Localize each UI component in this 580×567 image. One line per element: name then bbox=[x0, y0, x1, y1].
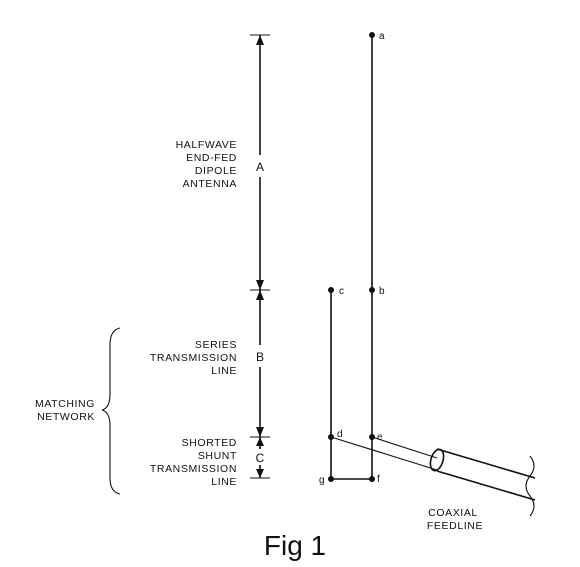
label-shunt-line-1: SHORTED bbox=[182, 437, 237, 449]
point-c-dot bbox=[328, 287, 334, 293]
arrow-b-top bbox=[256, 290, 264, 300]
label-shunt-line-3: TRANSMISSION bbox=[150, 463, 237, 475]
label-antenna-line-3: DIPOLE bbox=[195, 165, 237, 177]
point-f-dot bbox=[369, 476, 375, 482]
dim-key-a: A bbox=[256, 160, 264, 174]
label-shunt-line-2: SHUNT bbox=[198, 450, 237, 462]
point-g-dot bbox=[328, 476, 334, 482]
dim-key-b: B bbox=[256, 350, 264, 364]
point-a-label: a bbox=[379, 31, 385, 42]
point-a-dot bbox=[369, 32, 375, 38]
label-shunt-line: SHORTED SHUNT TRANSMISSION LINE bbox=[150, 437, 237, 488]
connection-points: a b c d e f g bbox=[319, 31, 385, 486]
arrow-c-top bbox=[256, 437, 264, 446]
label-series-line-1: SERIES bbox=[195, 339, 237, 351]
arrow-b-bottom bbox=[256, 427, 264, 437]
point-c-label: c bbox=[339, 286, 344, 297]
label-matching-line-1: MATCHING bbox=[35, 398, 95, 410]
label-matching-line-2: NETWORK bbox=[37, 411, 95, 423]
coax-end-face bbox=[429, 448, 445, 472]
label-antenna-line-2: END-FED bbox=[186, 152, 237, 164]
point-b-label: b bbox=[379, 286, 385, 297]
matching-network-brace bbox=[101, 327, 121, 495]
point-g-label: g bbox=[319, 475, 325, 486]
label-series-line-2: TRANSMISSION bbox=[150, 352, 237, 364]
arrow-a-bottom bbox=[256, 280, 264, 290]
point-f-label: f bbox=[377, 474, 380, 485]
arrow-a-top bbox=[256, 35, 264, 45]
figure-caption: Fig 1 bbox=[264, 530, 326, 561]
label-coax-line-2: FEEDLINE bbox=[427, 520, 483, 532]
arrow-c-bottom bbox=[256, 469, 264, 478]
dim-key-c: C bbox=[256, 451, 265, 465]
label-antenna-line-4: ANTENNA bbox=[183, 178, 237, 190]
label-series-line-3: LINE bbox=[211, 365, 237, 377]
label-antenna: HALFWAVE END-FED DIPOLE ANTENNA bbox=[176, 139, 237, 190]
coax-lead-e bbox=[371, 436, 438, 459]
dimension-line: A B C bbox=[250, 34, 270, 479]
coax-break-mark bbox=[525, 455, 535, 517]
conductors bbox=[330, 35, 373, 480]
point-e-dot bbox=[369, 434, 375, 440]
label-shunt-line-4: LINE bbox=[211, 476, 237, 488]
point-b-dot bbox=[369, 287, 375, 293]
coax-top-edge bbox=[436, 448, 536, 479]
label-coaxial-feedline: COAXIAL FEEDLINE bbox=[427, 507, 483, 532]
label-matching-network: MATCHING NETWORK bbox=[35, 398, 95, 423]
point-d-label: d bbox=[337, 429, 343, 440]
label-antenna-line-1: HALFWAVE bbox=[176, 139, 237, 151]
point-e-label: e bbox=[377, 432, 383, 443]
point-d-dot bbox=[328, 434, 334, 440]
coax-bottom-edge bbox=[436, 470, 536, 501]
coaxial-feedline bbox=[330, 436, 536, 517]
label-series-line: SERIES TRANSMISSION LINE bbox=[150, 339, 237, 377]
label-coax-line-1: COAXIAL bbox=[428, 507, 478, 519]
coax-lead-d bbox=[330, 436, 438, 471]
